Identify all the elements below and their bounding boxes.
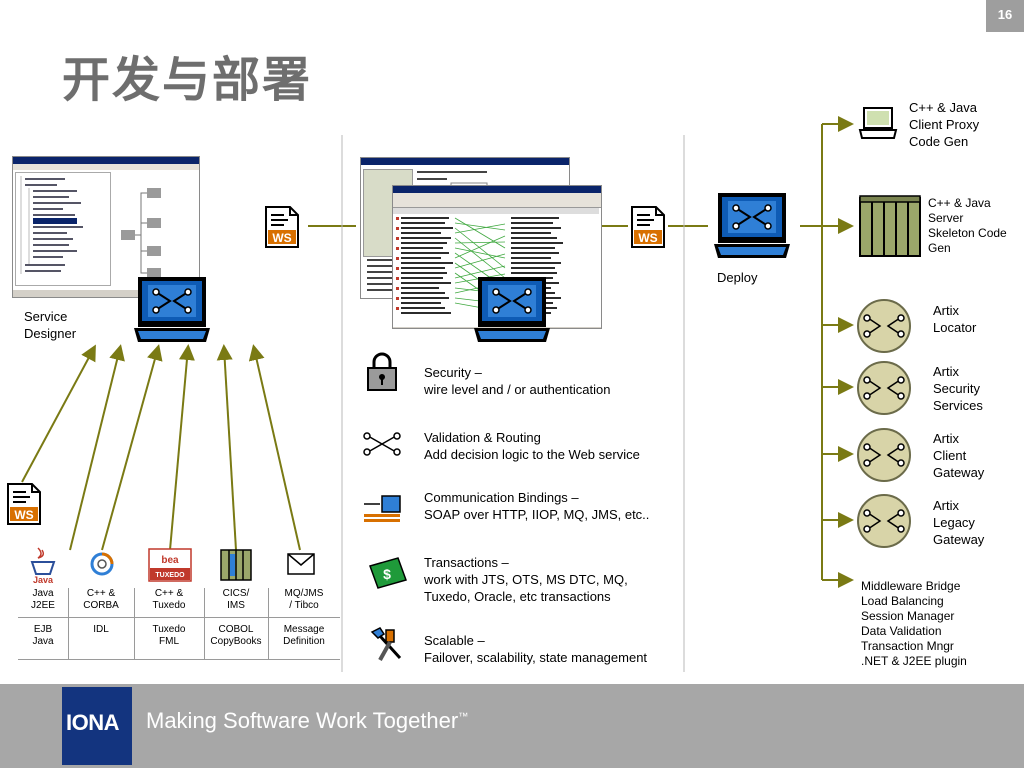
lock-icon [367, 352, 397, 391]
feature-transactions: Transactions –work with JTS, OTS, MS DTC… [424, 555, 628, 604]
feature-scalable: Scalable –Failover, scalability, state m… [424, 633, 648, 665]
designer-computer-icon [134, 277, 210, 342]
server-icon [859, 195, 921, 257]
ws-file-icon: WS [265, 206, 299, 248]
feature-security: Security –wire level and / or authentica… [424, 365, 611, 397]
svg-text:WS: WS [14, 508, 33, 522]
deploy-computer-icon [714, 193, 790, 258]
footer-bar [0, 684, 1024, 768]
laptop-icon [858, 107, 898, 139]
corba-icon [90, 552, 114, 576]
svg-text:$: $ [383, 566, 391, 582]
tech-mq-top: MQ/JMS/ Tibco [284, 588, 324, 611]
svg-text:WS: WS [272, 231, 291, 245]
tech-tuxedo-top: C++ &Tuxedo [152, 588, 186, 611]
deploy-label: Deploy [717, 270, 758, 285]
ws-file-icon-output: WS [631, 206, 665, 248]
svg-text:bea: bea [161, 555, 179, 566]
ws-file-icon-source: WS [7, 483, 41, 525]
router-icon-security [857, 361, 911, 415]
routing-icon [363, 432, 401, 456]
page-title: 开发与部署 [62, 52, 313, 108]
router-icon-locator [857, 299, 911, 353]
java-icon: Java [30, 547, 56, 584]
envelope-icon [287, 553, 315, 575]
footer-tagline: Making Software Work Together™ [146, 708, 469, 733]
service-designer-label: Service Designer [24, 309, 77, 341]
cics-icon [220, 549, 252, 581]
router-icon-client-gateway [857, 428, 911, 482]
svg-text:TUXEDO: TUXEDO [155, 572, 185, 579]
tech-corba-top: C++ &CORBA [83, 588, 119, 611]
money-icon: $ [369, 557, 407, 589]
svg-text:WS: WS [638, 231, 657, 245]
feature-bindings: Communication Bindings –SOAP over HTTP, … [424, 490, 650, 522]
page-number: 16 [986, 0, 1024, 32]
editor-computer-icon [474, 277, 550, 342]
tech-corba-bottom: IDL [93, 624, 109, 635]
tech-cics-top: CICS/IMS [222, 588, 250, 611]
tuxedo-icon: bea TUXEDO [148, 548, 192, 582]
iona-logo [62, 687, 132, 765]
router-icon-legacy-gateway [857, 494, 911, 548]
service-designer-screenshot [12, 156, 200, 298]
svg-text:Java: Java [33, 575, 54, 584]
bindings-icon [364, 495, 401, 522]
iona-logo-text: IONA [66, 710, 120, 735]
tools-icon [370, 627, 402, 661]
